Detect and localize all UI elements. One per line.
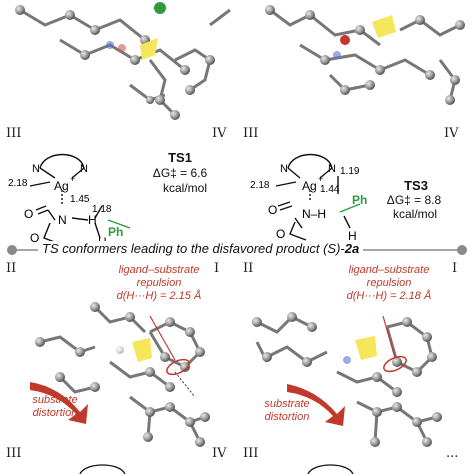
bottom-left-quadrant-iii: III	[6, 446, 22, 461]
ts3-ag-charge: +	[318, 174, 323, 184]
ts1-d1: 2.18	[8, 178, 28, 189]
bottom-right-distortion-line1: substrate	[264, 398, 310, 410]
bottom-left-repulsion-line2: repulsion	[136, 277, 182, 289]
ts1-delta-g: ΔG‡ = 6.6	[152, 166, 208, 180]
ts1-n-left: N	[32, 163, 40, 175]
ts3-scheme: N N Ag + 2.18 1.44 1.19 N–H O O H Ph	[250, 153, 367, 242]
ts3-n-right: N	[328, 163, 336, 175]
banner-dot-right	[457, 245, 467, 255]
bottom-right-model	[252, 312, 442, 447]
bottom-right-distortion-note: substrate distortion	[252, 398, 322, 424]
ts1-o-ring: O	[30, 231, 39, 245]
ts3-nh: N–H	[302, 207, 326, 221]
ts1-h-bottom: H	[98, 235, 107, 246]
ts1-nh: N	[58, 213, 67, 227]
banner-text: TS conformers leading to the disfavored …	[42, 241, 345, 256]
top-molecular-models	[15, 2, 465, 120]
ts1-ph: Ph	[108, 225, 123, 239]
bottom-left-repulsion-line1: ligand–substrate	[118, 264, 200, 276]
ts1-label: TS1	[168, 150, 192, 165]
bottom-right-quadrant-ii: II	[243, 261, 254, 276]
ts3-d3: 1.19	[340, 166, 360, 177]
bottom-right-distance: d(H···H) = 2.18 Å	[346, 290, 432, 302]
bottom-right-quadrant-iii: III	[243, 446, 259, 461]
banner-bold: 2a	[344, 241, 360, 256]
top-left-quadrant-iv: IV	[212, 126, 227, 141]
bottom-cropped-arcs	[79, 464, 354, 474]
bottom-right-repulsion-note: ligand–substrate repulsion d(H···H) = 2.…	[334, 264, 444, 303]
ts3-unit: kcal/mol	[392, 207, 437, 221]
top-left-model	[19, 8, 231, 117]
ts1-o-top: O	[24, 207, 33, 221]
bottom-left-distance: d(H···H) = 2.15 Å	[116, 290, 202, 302]
top-left-atoms	[15, 2, 215, 120]
ts1-scheme: N N Ag + 2.18 1.45 1.18 N H O O H Ph	[8, 153, 131, 246]
ts3-ph: Ph	[352, 193, 367, 207]
ts3-o-ring: O	[276, 227, 285, 241]
ts1-h-top: H	[88, 213, 97, 227]
ts1-unit: kcal/mol	[162, 181, 207, 195]
bottom-left-distortion-line2: distortion	[32, 407, 78, 419]
ts3-ag: Ag	[302, 179, 317, 193]
ts3-h-bottom: H	[348, 229, 357, 242]
ts1-ag: Ag	[54, 179, 69, 193]
top-right-quadrant-iii: III	[243, 126, 259, 141]
bottom-right-quadrant-iv: ...	[446, 446, 459, 461]
ts1-ag-charge: +	[70, 174, 75, 184]
top-left-quadrant-iii: III	[6, 126, 22, 141]
ts3-label: TS3	[404, 178, 428, 193]
top-right-quadrant-iv: IV	[444, 126, 459, 141]
ts1-d3: 1.18	[92, 204, 112, 215]
bottom-right-repulsion-line1: ligand–substrate	[348, 264, 430, 276]
top-right-model	[269, 8, 461, 101]
bottom-right-repulsion-line2: repulsion	[366, 277, 412, 289]
top-right-atoms	[265, 5, 465, 105]
bottom-left-quadrant-iv: IV	[212, 446, 227, 461]
ts3-o-top: O	[268, 203, 277, 217]
bottom-left-quadrant-i: I	[214, 261, 220, 276]
bottom-right-quadrant-i: I	[452, 261, 458, 276]
ts3-delta-g: ΔG‡ = 8.8	[386, 193, 442, 207]
banner-title: TS conformers leading to the disfavored …	[38, 241, 364, 256]
bottom-left-quadrant-ii: II	[6, 261, 17, 276]
ts3-n-left: N	[280, 163, 288, 175]
ts1-d2: 1.45	[70, 194, 90, 205]
banner-dot-left	[7, 245, 17, 255]
bottom-left-model	[30, 302, 210, 447]
bottom-right-distortion-line2: distortion	[264, 411, 310, 423]
bottom-left-repulsion-note: ligand–substrate repulsion d(H···H) = 2.…	[104, 264, 214, 303]
ts1-n-right: N	[80, 163, 88, 175]
ts3-d1: 2.18	[250, 180, 270, 191]
ts3-d2: 1.44	[320, 184, 340, 195]
